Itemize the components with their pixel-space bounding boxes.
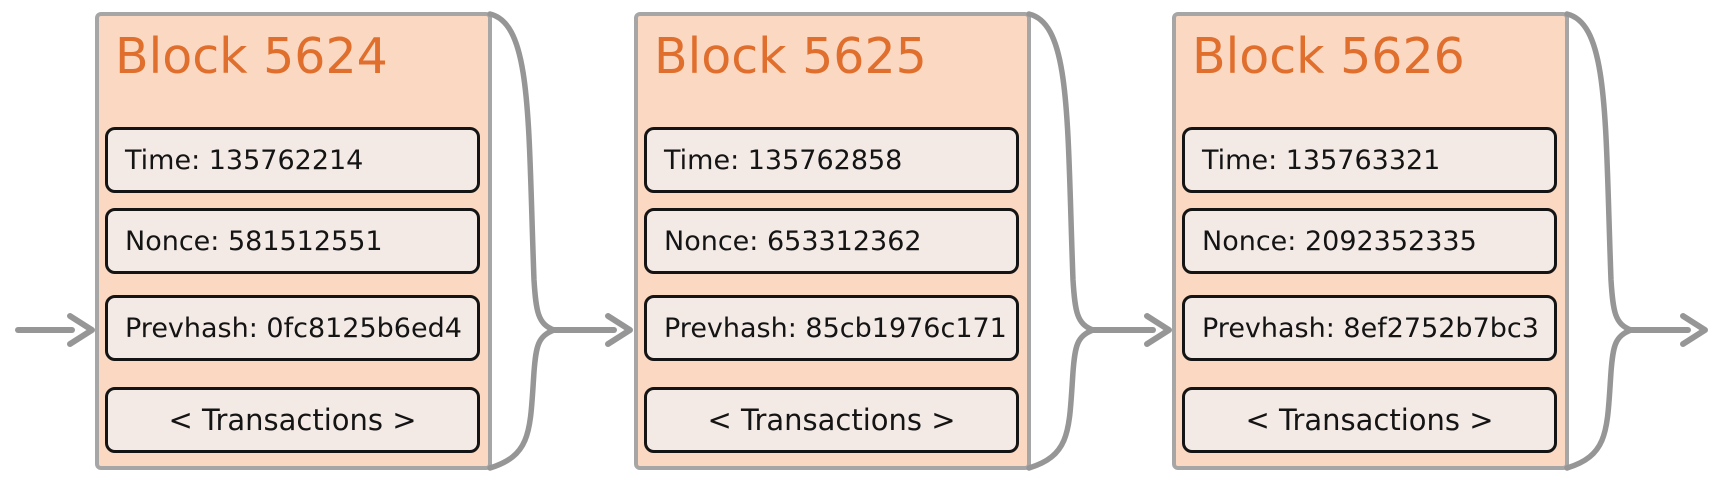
nonce-value: Nonce: 2092352335 [1202,225,1477,257]
hash-connector-brace-5625-to-5626 [1026,11,1172,471]
prevhash-field: Prevhash: 8ef2752b7bc3 [1182,295,1557,361]
block-title: Block 5625 [654,28,927,85]
prevhash-value: Prevhash: 8ef2752b7bc3 [1202,312,1539,344]
transactions-label: < Transactions > [168,403,417,437]
time-value: Time: 135762858 [664,144,903,176]
nonce-field: Nonce: 653312362 [644,208,1019,274]
block-card-5624: Block 5624 Time: 135762214 Nonce: 581512… [95,12,492,470]
prevhash-field: Prevhash: 85cb1976c171 [644,295,1019,361]
block-card-5625: Block 5625 Time: 135762858 Nonce: 653312… [634,12,1031,470]
prevhash-value: Prevhash: 0fc8125b6ed4 [125,312,462,344]
transactions-field: < Transactions > [1182,387,1557,453]
block-title: Block 5624 [115,28,388,85]
time-field: Time: 135763321 [1182,127,1557,193]
outgoing-hash-arrow-icon [1564,11,1708,471]
nonce-field: Nonce: 581512551 [105,208,480,274]
hash-connector-brace-5624-to-5625 [487,11,633,471]
nonce-value: Nonce: 581512551 [125,225,383,257]
time-value: Time: 135762214 [125,144,364,176]
transactions-label: < Transactions > [1245,403,1494,437]
prevhash-field: Prevhash: 0fc8125b6ed4 [105,295,480,361]
prevhash-value: Prevhash: 85cb1976c171 [664,312,1007,344]
incoming-hash-arrow-icon [15,313,95,347]
nonce-field: Nonce: 2092352335 [1182,208,1557,274]
block-card-5626: Block 5626 Time: 135763321 Nonce: 209235… [1172,12,1569,470]
time-value: Time: 135763321 [1202,144,1441,176]
block-title: Block 5626 [1192,28,1465,85]
transactions-label: < Transactions > [707,403,956,437]
time-field: Time: 135762858 [644,127,1019,193]
transactions-field: < Transactions > [644,387,1019,453]
nonce-value: Nonce: 653312362 [664,225,922,257]
time-field: Time: 135762214 [105,127,480,193]
transactions-field: < Transactions > [105,387,480,453]
